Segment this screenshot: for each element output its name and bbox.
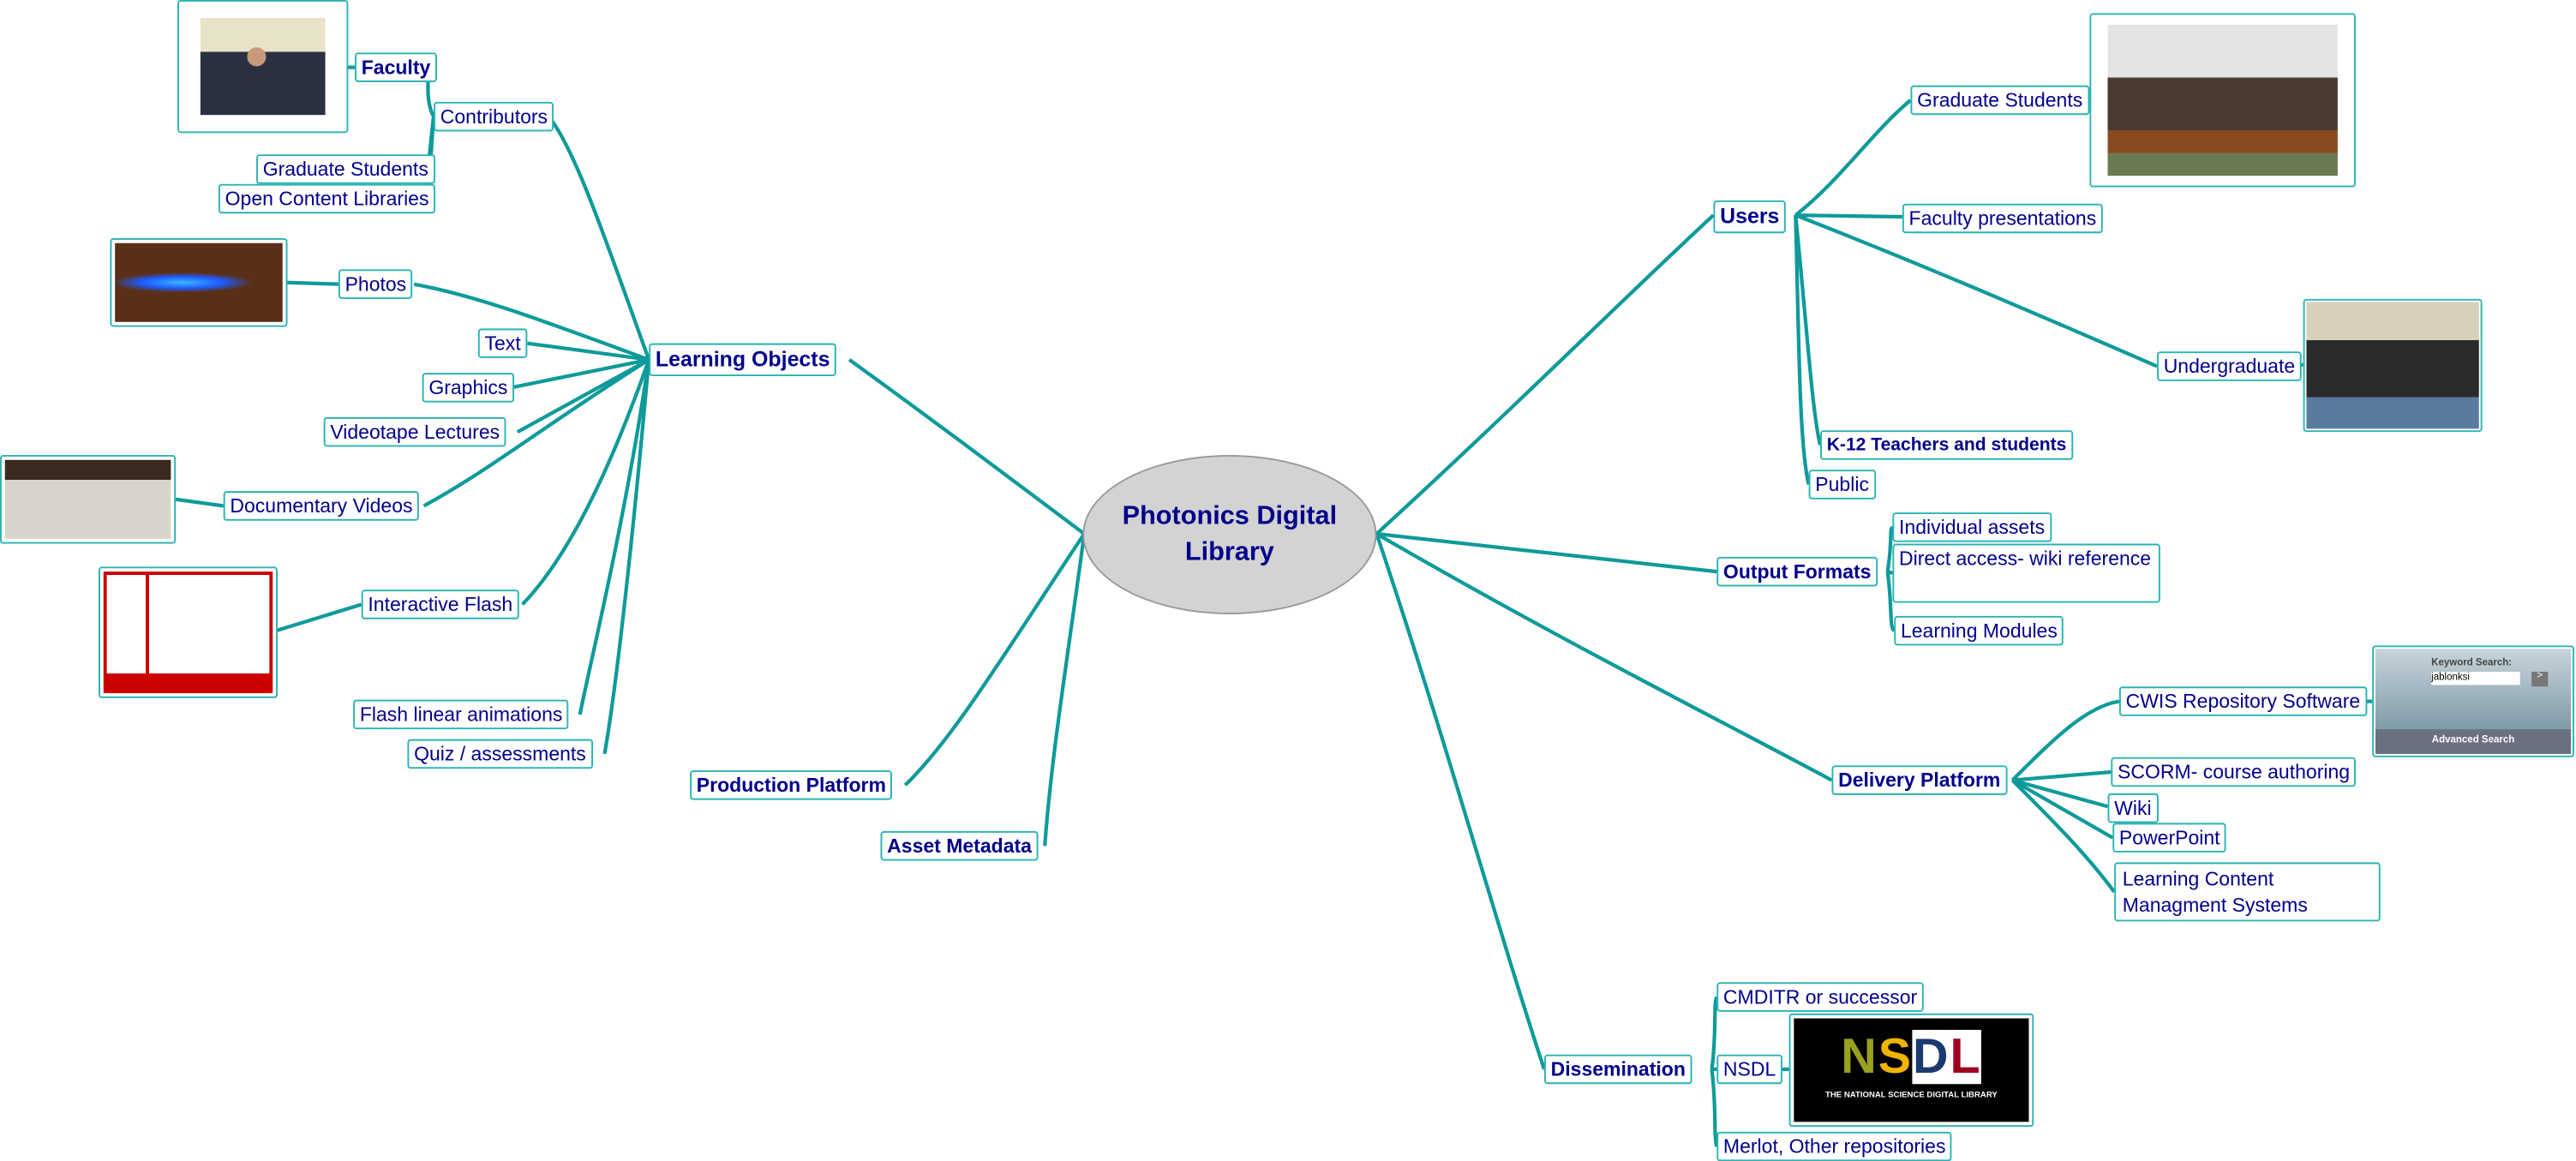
node-scorm[interactable]: SCORM- course authoring: [2111, 757, 2357, 787]
node-cwis[interactable]: CWIS Repository Software: [2118, 686, 2367, 716]
node-users[interactable]: Users: [1713, 200, 1787, 234]
node-photos[interactable]: Photos: [338, 269, 413, 299]
central-topic[interactable]: Photonics Digital Library: [1082, 455, 1377, 614]
central-topic-label: Photonics Digital Library: [1122, 501, 1338, 566]
nsdl-logo: NSDL THE NATIONAL SCIENCE DIGITAL LIBRAR…: [1788, 1013, 2034, 1128]
node-faculty-presentations[interactable]: Faculty presentations: [1902, 203, 2103, 234]
node-output-formats[interactable]: Output Formats: [1716, 556, 1878, 587]
node-public[interactable]: Public: [1808, 470, 1876, 500]
node-graduate-students-contrib[interactable]: Graduate Students: [256, 154, 435, 184]
node-interactive-flash[interactable]: Interactive Flash: [361, 589, 519, 619]
node-contributors[interactable]: Contributors: [434, 101, 554, 132]
nsdl-tagline: THE NATIONAL SCIENCE DIGITAL LIBRARY: [1825, 1090, 1998, 1101]
keyword-search-input[interactable]: jablonksi: [2431, 672, 2520, 685]
node-videotape-lectures[interactable]: Videotape Lectures: [323, 416, 506, 447]
node-learning-objects[interactable]: Learning Objects: [649, 343, 837, 376]
node-lcms[interactable]: Learning Content Managment Systems: [2114, 862, 2381, 922]
search-go-button[interactable]: >: [2531, 672, 2549, 687]
node-text[interactable]: Text: [477, 328, 528, 358]
node-dissemination[interactable]: Dissemination: [1543, 1054, 1692, 1085]
led-photo: [110, 237, 288, 327]
node-graphics[interactable]: Graphics: [422, 373, 515, 403]
node-nsdl[interactable]: NSDL: [1716, 1054, 1782, 1085]
node-flash-linear-animations[interactable]: Flash linear animations: [353, 699, 570, 730]
node-cmditr[interactable]: CMDITR or successor: [1716, 982, 1924, 1012]
node-production-platform[interactable]: Production Platform: [690, 770, 893, 800]
node-undergraduate[interactable]: Undergraduate: [2157, 351, 2302, 381]
node-delivery-platform[interactable]: Delivery Platform: [1831, 765, 2008, 795]
documentary-photo: [0, 455, 177, 544]
graduate-students-photo: [2089, 13, 2356, 188]
node-individual-assets[interactable]: Individual assets: [1892, 512, 2052, 542]
node-documentary-videos[interactable]: Documentary Videos: [223, 491, 420, 521]
undergraduate-photo: [2303, 298, 2483, 433]
advanced-search-link[interactable]: Advanced Search: [2375, 729, 2572, 754]
node-powerpoint[interactable]: PowerPoint: [2112, 823, 2227, 853]
node-learning-modules[interactable]: Learning Modules: [1894, 615, 2064, 646]
node-faculty[interactable]: Faculty: [355, 52, 437, 82]
node-asset-metadata[interactable]: Asset Metadata: [880, 831, 1039, 861]
node-open-content-libraries[interactable]: Open Content Libraries: [218, 183, 436, 214]
node-k12-teachers[interactable]: K-12 Teachers and students: [1820, 430, 2074, 460]
keyword-search-label: Keyword Search:: [2431, 658, 2513, 669]
flash-screenshot: [99, 566, 278, 698]
node-graduate-students[interactable]: Graduate Students: [1910, 85, 2089, 116]
cwis-search-widget: Keyword Search: jablonksi > Advanced Sea…: [2372, 645, 2574, 757]
node-quiz-assessments[interactable]: Quiz / assessments: [407, 739, 593, 769]
faculty-photo: [177, 0, 349, 134]
node-wiki[interactable]: Wiki: [2107, 793, 2159, 823]
node-merlot[interactable]: Merlot, Other repositories: [1716, 1131, 1953, 1161]
node-direct-access-wiki[interactable]: Direct access- wiki reference: [1892, 543, 2160, 603]
